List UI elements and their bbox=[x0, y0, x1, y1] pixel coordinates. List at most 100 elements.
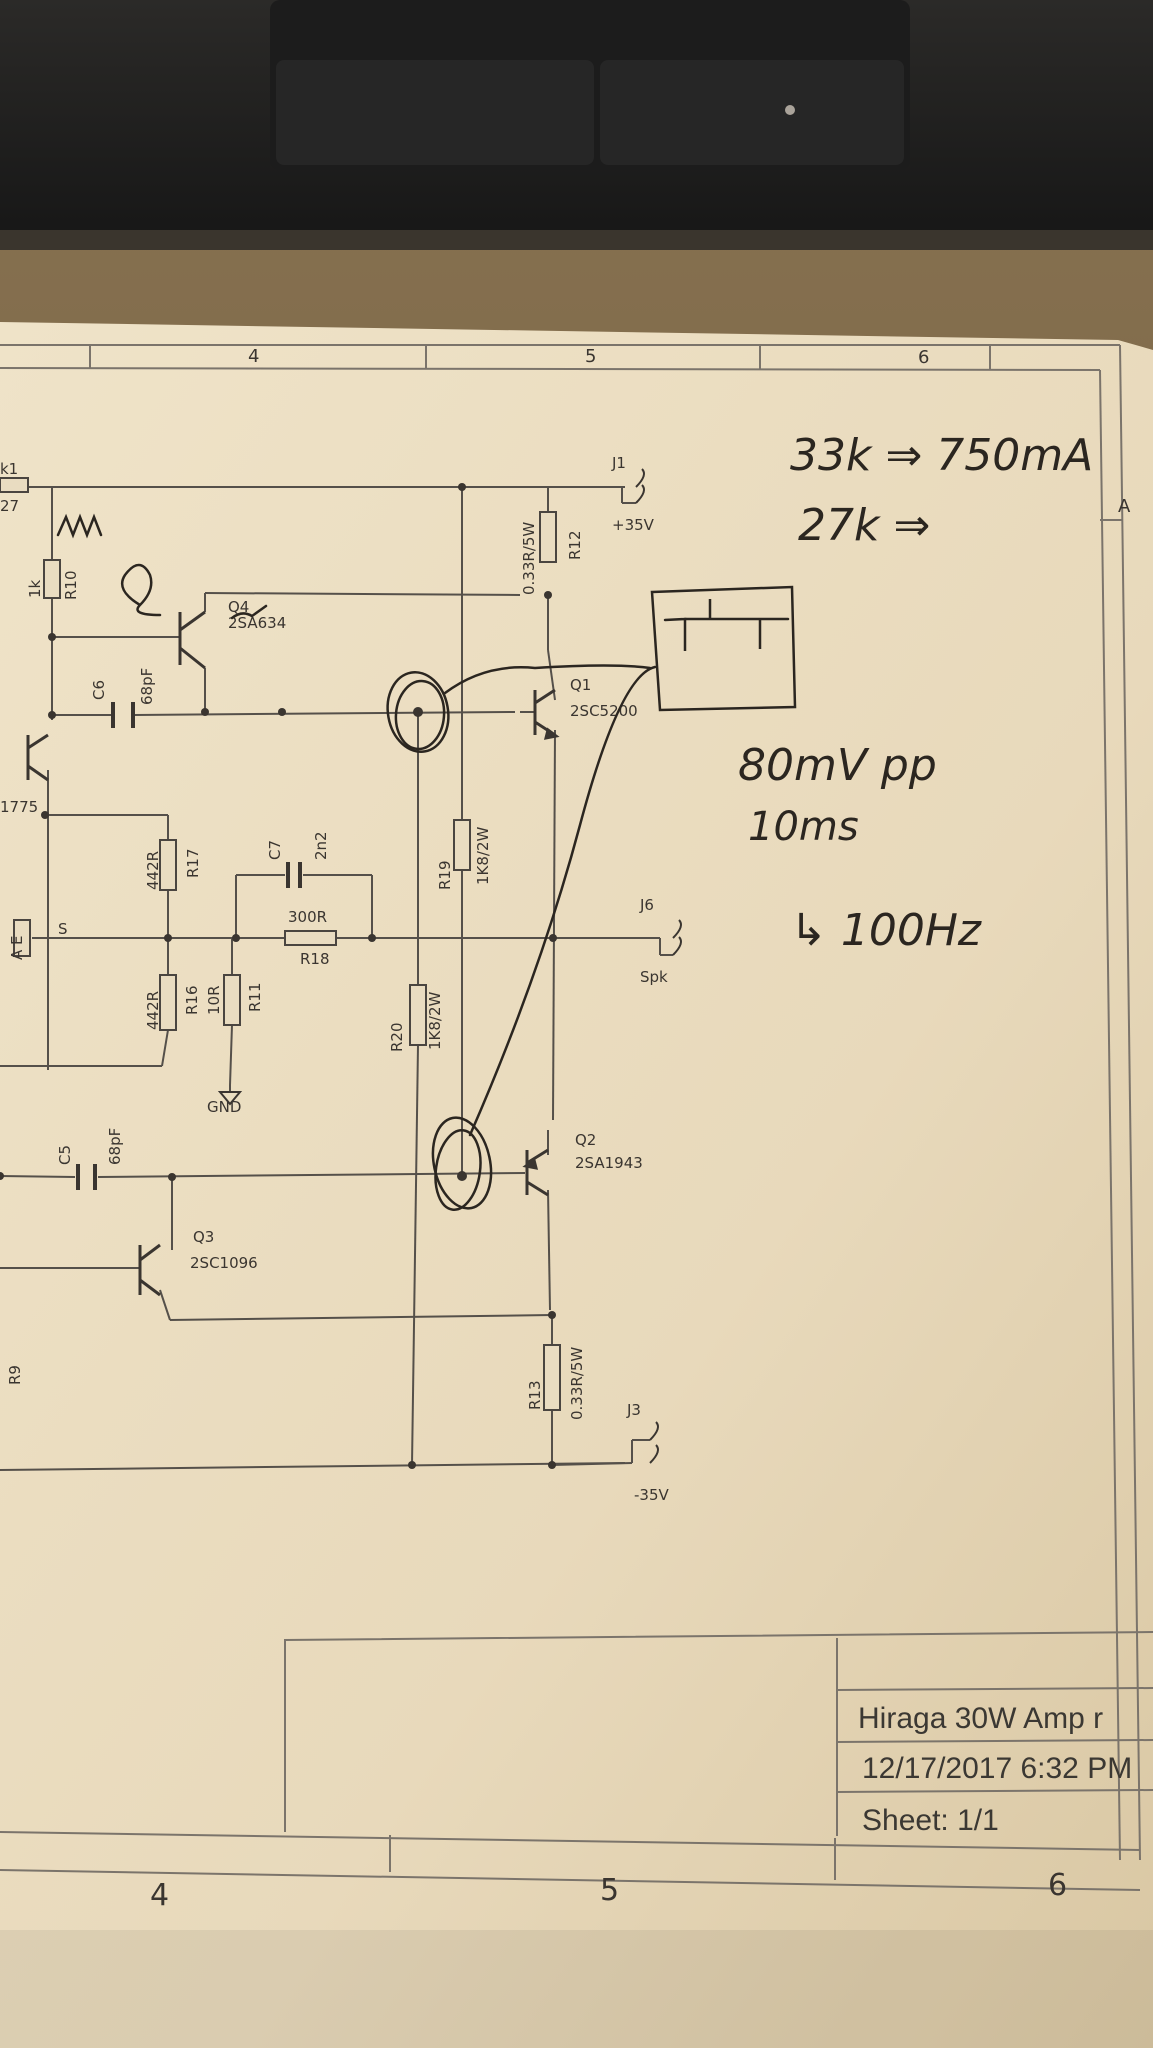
label-q2-part: 2SA1943 bbox=[575, 1154, 643, 1172]
transistor-775 bbox=[26, 733, 49, 782]
title-block bbox=[284, 1631, 1153, 1836]
grid-label-bottom-4: 4 bbox=[150, 1878, 169, 1913]
label-r10-value: 1k bbox=[26, 579, 44, 598]
pen-scribble-q4 bbox=[230, 604, 268, 620]
label-r27: 27 bbox=[0, 497, 19, 515]
transistor-q3 bbox=[138, 1243, 161, 1297]
connector-j3 bbox=[649, 1421, 659, 1441]
pen-circle-q2-node bbox=[431, 1116, 493, 1210]
note-100hz: ↳ 100Hz bbox=[790, 905, 982, 956]
transistor-q4 bbox=[178, 610, 206, 670]
transistor-q2 bbox=[522, 1148, 549, 1197]
label-r12-value: 0.33R/5W bbox=[520, 522, 538, 595]
pen-scope-screen bbox=[650, 585, 797, 712]
grid-label-top-5: 5 bbox=[585, 346, 596, 367]
label-r10: R10 bbox=[62, 570, 80, 600]
connector-j6 bbox=[672, 919, 682, 939]
label-r16: R16 bbox=[183, 985, 201, 1015]
label-j1-value: +35V bbox=[612, 516, 655, 534]
pen-marks bbox=[56, 513, 797, 1211]
label-1775: 1775 bbox=[0, 798, 38, 816]
resistor-r10 bbox=[43, 559, 61, 599]
capacitor-c7 bbox=[286, 862, 302, 888]
resistor-r16 bbox=[159, 974, 177, 1031]
label-k1: k1 bbox=[0, 460, 18, 478]
label-r9: R9 bbox=[6, 1365, 24, 1385]
title-block-title: Hiraga 30W Amp r bbox=[858, 1702, 1103, 1735]
label-j1: J1 bbox=[611, 454, 626, 472]
sheet-border bbox=[0, 344, 1141, 1891]
connector-j1 bbox=[635, 468, 645, 488]
transistors bbox=[26, 610, 560, 1297]
label-pot-ae: A E bbox=[8, 935, 26, 960]
resistor-r13 bbox=[543, 1344, 561, 1411]
label-r11-value: 10R bbox=[205, 985, 223, 1015]
resistor-r11 bbox=[223, 974, 241, 1026]
capacitors bbox=[76, 702, 302, 1190]
label-q3-part: 2SC1096 bbox=[190, 1254, 258, 1272]
gnd-symbol bbox=[217, 1091, 243, 1106]
label-r13-value: 0.33R/5W bbox=[568, 1347, 586, 1420]
label-j6-value: Spk bbox=[640, 968, 668, 986]
junction-dots bbox=[0, 483, 557, 1469]
pen-probe-line-1 bbox=[443, 664, 652, 695]
pen-scope-waveform bbox=[663, 599, 790, 651]
transistor-q1 bbox=[533, 688, 560, 740]
label-q2: Q2 bbox=[575, 1131, 596, 1149]
label-q4: Q4 bbox=[228, 598, 249, 616]
label-j3: J3 bbox=[626, 1401, 641, 1419]
label-q1: Q1 bbox=[570, 676, 591, 694]
title-block-date: 12/17/2017 6:32 PM bbox=[862, 1752, 1132, 1785]
grid-label-top-4: 4 bbox=[248, 346, 259, 367]
resistor-r19 bbox=[453, 819, 471, 871]
label-q4-part: 2SA634 bbox=[228, 614, 286, 632]
label-c5-value: 68pF bbox=[106, 1128, 124, 1165]
label-r16-value: 442R bbox=[144, 991, 162, 1030]
label-c7: C7 bbox=[266, 840, 284, 860]
resistor-r18 bbox=[284, 930, 337, 946]
label-r13: R13 bbox=[526, 1380, 544, 1410]
label-j6: J6 bbox=[639, 896, 654, 914]
resistor-r27 bbox=[0, 477, 29, 493]
label-gnd: GND bbox=[207, 1098, 241, 1116]
resistor-r20 bbox=[409, 984, 427, 1046]
resistor-pot-ae bbox=[13, 919, 31, 957]
label-c5: C5 bbox=[56, 1145, 74, 1165]
grid-label-row-a: A bbox=[1118, 496, 1131, 517]
bottom-shadow bbox=[0, 1930, 1153, 2048]
label-s: S bbox=[58, 920, 68, 938]
grid-label-top-6: 6 bbox=[918, 347, 929, 368]
label-c7-value: 2n2 bbox=[312, 831, 330, 860]
label-q1-part: 2SC5200 bbox=[570, 702, 638, 720]
label-c6-value: 68pF bbox=[138, 668, 156, 705]
paper-sheet bbox=[0, 322, 1153, 2048]
label-r19: R19 bbox=[436, 860, 454, 890]
label-r20-value: 1K8/2W bbox=[426, 991, 444, 1050]
pen-circle-q1-node bbox=[386, 671, 450, 753]
handwritten-notes: 33k ⇒ 750mA 27k ⇒ 80mV pp 10ms ↳ 100Hz bbox=[738, 430, 1093, 956]
note-27k: 27k ⇒ bbox=[798, 500, 930, 551]
schematic-wires bbox=[0, 486, 673, 1471]
component-labels: k1 27 1k R10 Q4 2SA634 C6 68pF Q1 2SC520… bbox=[0, 454, 669, 1504]
note-33k-750ma: 33k ⇒ 750mA bbox=[790, 430, 1093, 481]
capacitor-c6 bbox=[111, 702, 135, 728]
title-block-sheet: Sheet: 1/1 bbox=[862, 1804, 999, 1837]
label-c6: C6 bbox=[90, 680, 108, 700]
label-r11: R11 bbox=[246, 982, 264, 1012]
label-r20: R20 bbox=[388, 1022, 406, 1052]
note-80mv-pp: 80mV pp bbox=[738, 740, 937, 791]
resistor-r17 bbox=[159, 839, 177, 891]
label-q3: Q3 bbox=[193, 1228, 214, 1246]
label-r17-value: 442R bbox=[144, 851, 162, 890]
capacitor-c5 bbox=[76, 1164, 97, 1190]
label-r18: R18 bbox=[300, 950, 330, 968]
label-r18-value: 300R bbox=[288, 908, 327, 926]
resistors bbox=[0, 477, 561, 1411]
note-10ms: 10ms bbox=[748, 804, 859, 850]
grid-label-bottom-6: 6 bbox=[1048, 1868, 1067, 1903]
pen-loop-q4 bbox=[120, 563, 162, 617]
label-r12: R12 bbox=[566, 530, 584, 560]
resistor-r12 bbox=[539, 511, 557, 563]
